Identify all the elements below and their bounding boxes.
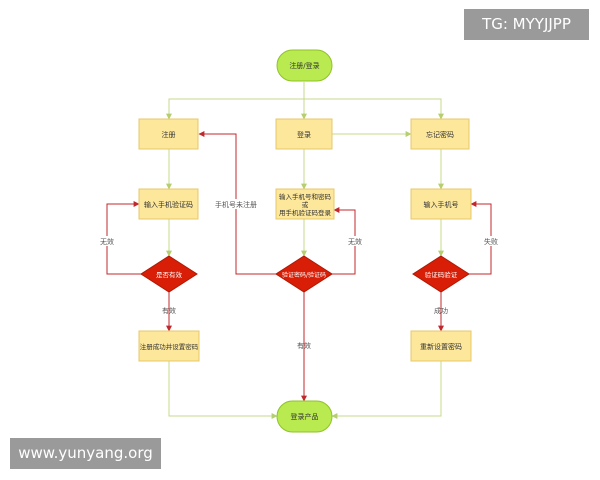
edge-start-to-forgot [304,98,444,120]
forgot-input-label: 输入手机号 [424,200,459,209]
label-forgot-fail: 失败 [484,237,498,246]
connectors-normal [166,82,444,419]
process-forgot: 忘记密码 [410,118,470,150]
process-reset: 重新设置密码 [410,330,472,362]
register-check-label: 是否有效 [156,270,183,279]
label-login-invalid: 无效 [348,237,362,246]
label-reg-invalid: 无效 [100,237,114,246]
terminal-end: 登录产品 [276,400,333,433]
end-label: 登录产品 [291,412,319,421]
watermark-bottom: www.yunyang.org [10,438,161,469]
edge-regdone-to-end [168,361,278,419]
decision-register: 是否有效 [140,255,198,293]
process-register: 注册 [138,118,199,150]
reset-label: 重新设置密码 [420,342,462,351]
terminal-start: 注册/登录 [276,49,333,82]
watermark-top: TG: MYYJJPP [464,9,589,40]
forgot-check-label: 验证码验证 [425,270,458,279]
edge-start-to-register [166,98,304,120]
process-forgot-input: 输入手机号 [410,188,472,220]
login-input-line2: 或 [302,200,309,209]
label-reg-valid: 有效 [162,306,176,315]
decision-login: 验证密码/验证码 [275,255,333,293]
decision-forgot: 验证码验证 [412,255,470,293]
label-forgot-success: 成功 [434,306,448,315]
register-label: 注册 [162,130,176,139]
process-login: 登录 [275,118,333,150]
login-input-line3: 用手机验证码登录 [279,208,332,217]
register-done-label: 注册成功并设置密码 [140,342,199,351]
register-input-label: 输入手机验证码 [144,200,193,209]
process-register-done: 注册成功并设置密码 [138,330,200,362]
edge-labels: 无效 有效 手机号未注册 无效 有效 失败 成功 [99,199,499,350]
forgot-label: 忘记密码 [426,130,454,139]
login-label: 登录 [297,130,311,139]
login-check-label: 验证密码/验证码 [282,271,326,279]
label-login-valid: 有效 [297,341,311,350]
edge-reset-to-end [331,361,442,419]
process-register-input: 输入手机验证码 [138,188,199,220]
login-input-line1: 输入手机号和密码 [279,192,332,201]
start-label: 注册/登录 [289,61,319,70]
process-login-input: 输入手机号和密码 或 用手机验证码登录 [275,188,335,220]
label-not-registered: 手机号未注册 [215,200,257,209]
